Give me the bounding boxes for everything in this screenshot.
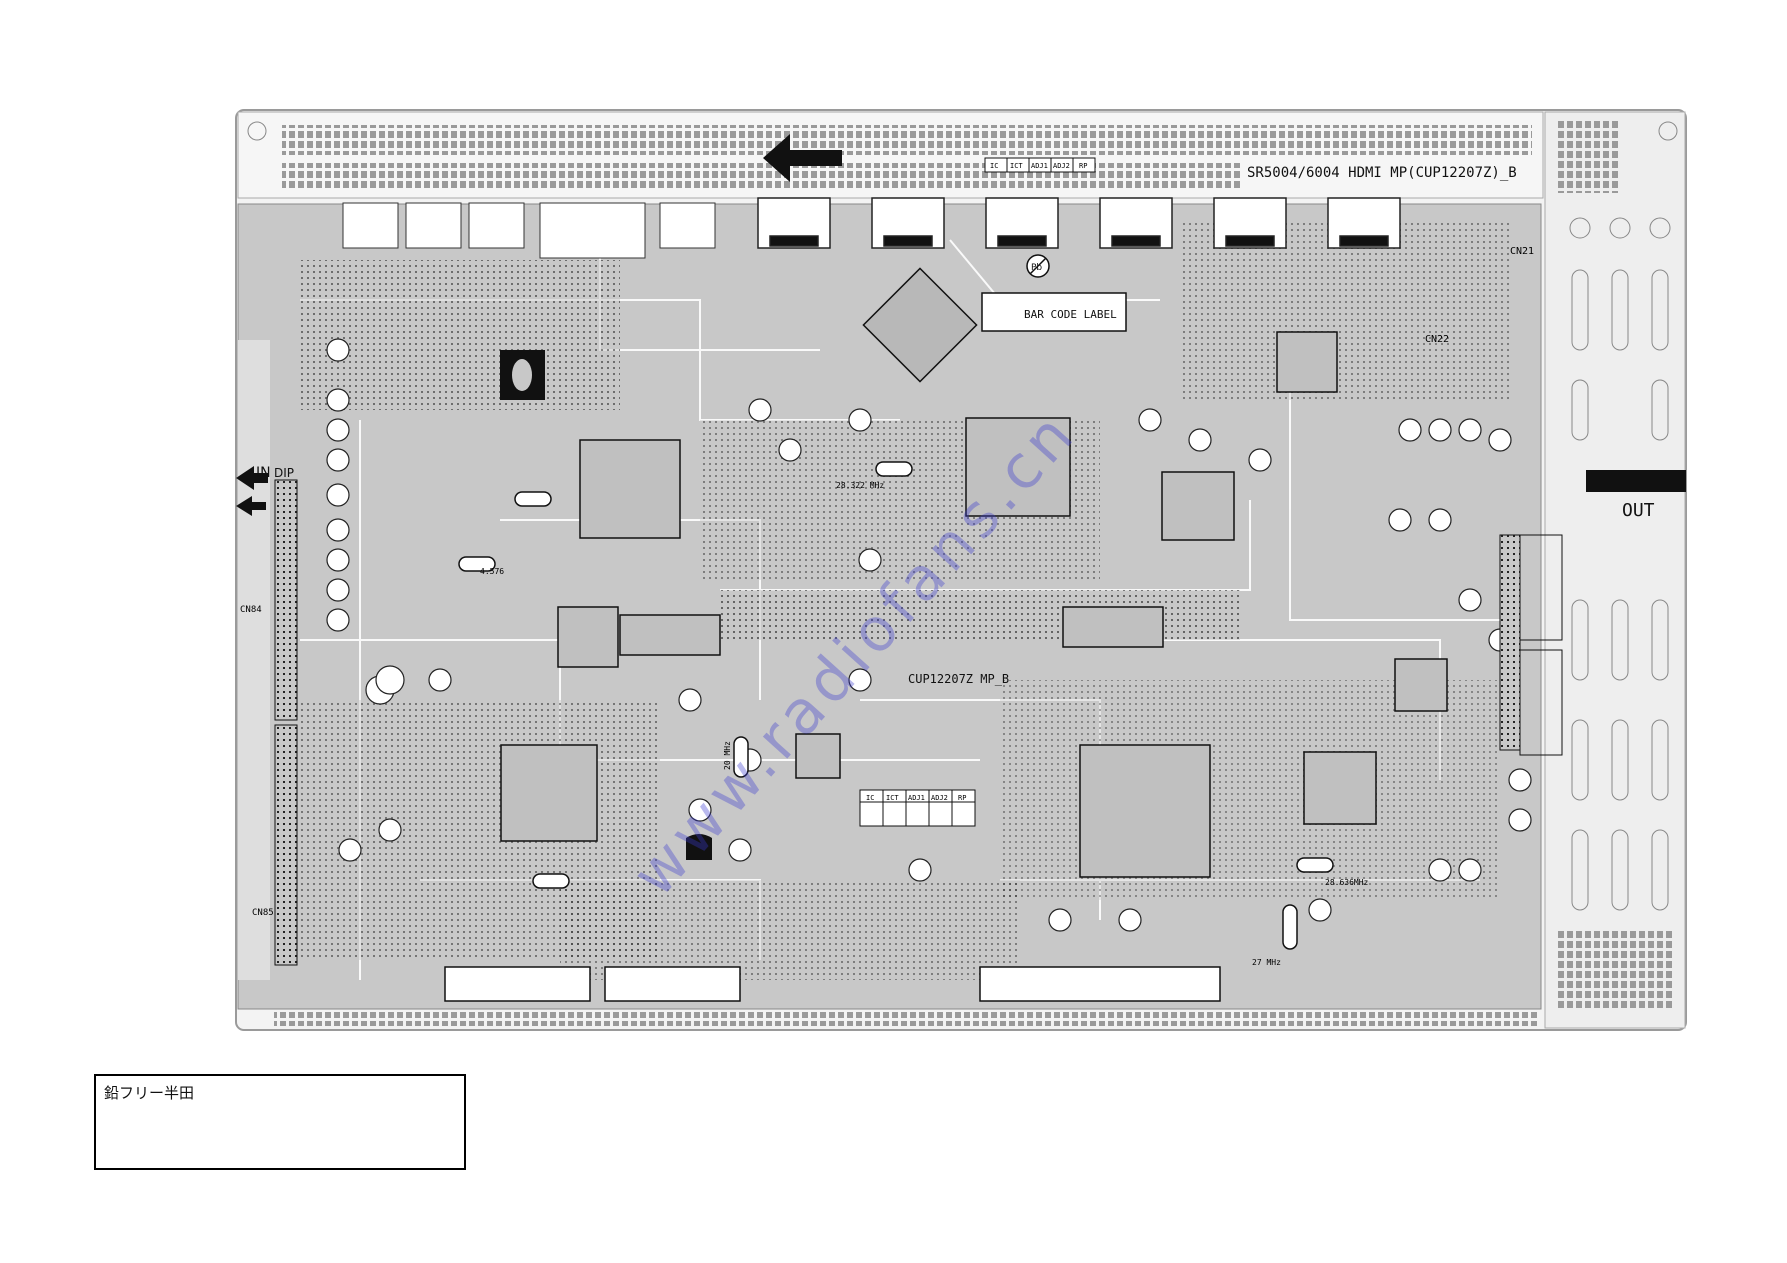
tab-rp-bottom: RP — [958, 794, 966, 802]
connector-cn84: CN84 — [240, 605, 262, 615]
right-side-strip — [1544, 111, 1686, 1029]
capacitors — [326, 338, 1532, 932]
crystal-label-2: 4.576 — [480, 567, 504, 576]
connector-cn85: CN85 — [252, 908, 274, 918]
crystal-label-1: 28.322 MHz — [836, 481, 884, 490]
connector-cn22: CN22 — [1425, 334, 1449, 345]
left-pin-header-bottom — [274, 724, 298, 966]
center-label: CUP12207Z MP_B — [908, 672, 1009, 686]
test-tab-row-top — [984, 157, 1096, 173]
ic-chips — [500, 331, 1448, 878]
dip-label: DIP — [274, 466, 294, 480]
out-bar — [1586, 470, 1686, 492]
right-pin-header — [1499, 534, 1521, 751]
left-pin-header-top — [274, 479, 298, 721]
board-title: SR5004/6004 HDMI MP(CUP12207Z)_B — [1247, 165, 1517, 181]
crystal-label-5: 27 MHz — [1252, 958, 1281, 967]
hdmi-connectors — [757, 197, 1401, 249]
tab-adj1-bottom: ADJ1 — [908, 794, 925, 802]
in-arrow-icon — [236, 466, 268, 490]
tab-adj2-bottom: ADJ2 — [931, 794, 948, 802]
bottom-pad-strip — [274, 1012, 1539, 1026]
note-text: 鉛フリー半田 — [104, 1084, 195, 1102]
connector-cn21: CN21 — [1510, 246, 1534, 257]
test-tab-table-bottom — [859, 789, 976, 827]
direction-arrow-icon — [763, 134, 842, 182]
tab-rp: RP — [1079, 162, 1087, 170]
rca-jacks — [342, 202, 716, 259]
barcode-label-text: BAR CODE LABEL — [1024, 308, 1117, 321]
in-label: IN — [256, 465, 271, 481]
crystal-label-3: 20 MHz — [723, 741, 732, 770]
tab-ic-bottom: IC — [866, 794, 874, 802]
crystal-label-4: 28.636MHz — [1325, 878, 1369, 887]
tab-adj1: ADJ1 — [1031, 162, 1048, 170]
tab-ict: ICT — [1010, 162, 1023, 170]
crystals — [458, 461, 1334, 950]
barcode-label-box — [981, 292, 1127, 332]
bga-chip — [862, 267, 978, 383]
tab-adj2: ADJ2 — [1053, 162, 1070, 170]
in-arrow-icon-2 — [236, 496, 266, 516]
tab-ic: IC — [990, 162, 998, 170]
pb-mark: Pb — [1031, 263, 1042, 273]
left-label-column — [238, 340, 270, 980]
tab-ict-bottom: ICT — [886, 794, 899, 802]
out-label: OUT — [1622, 500, 1655, 521]
mounting-slots — [247, 121, 1678, 911]
lead-free-solder-note: 鉛フリー半田 — [94, 1074, 466, 1170]
polarized-part — [686, 834, 712, 860]
bottom-connectors — [444, 966, 1221, 1002]
